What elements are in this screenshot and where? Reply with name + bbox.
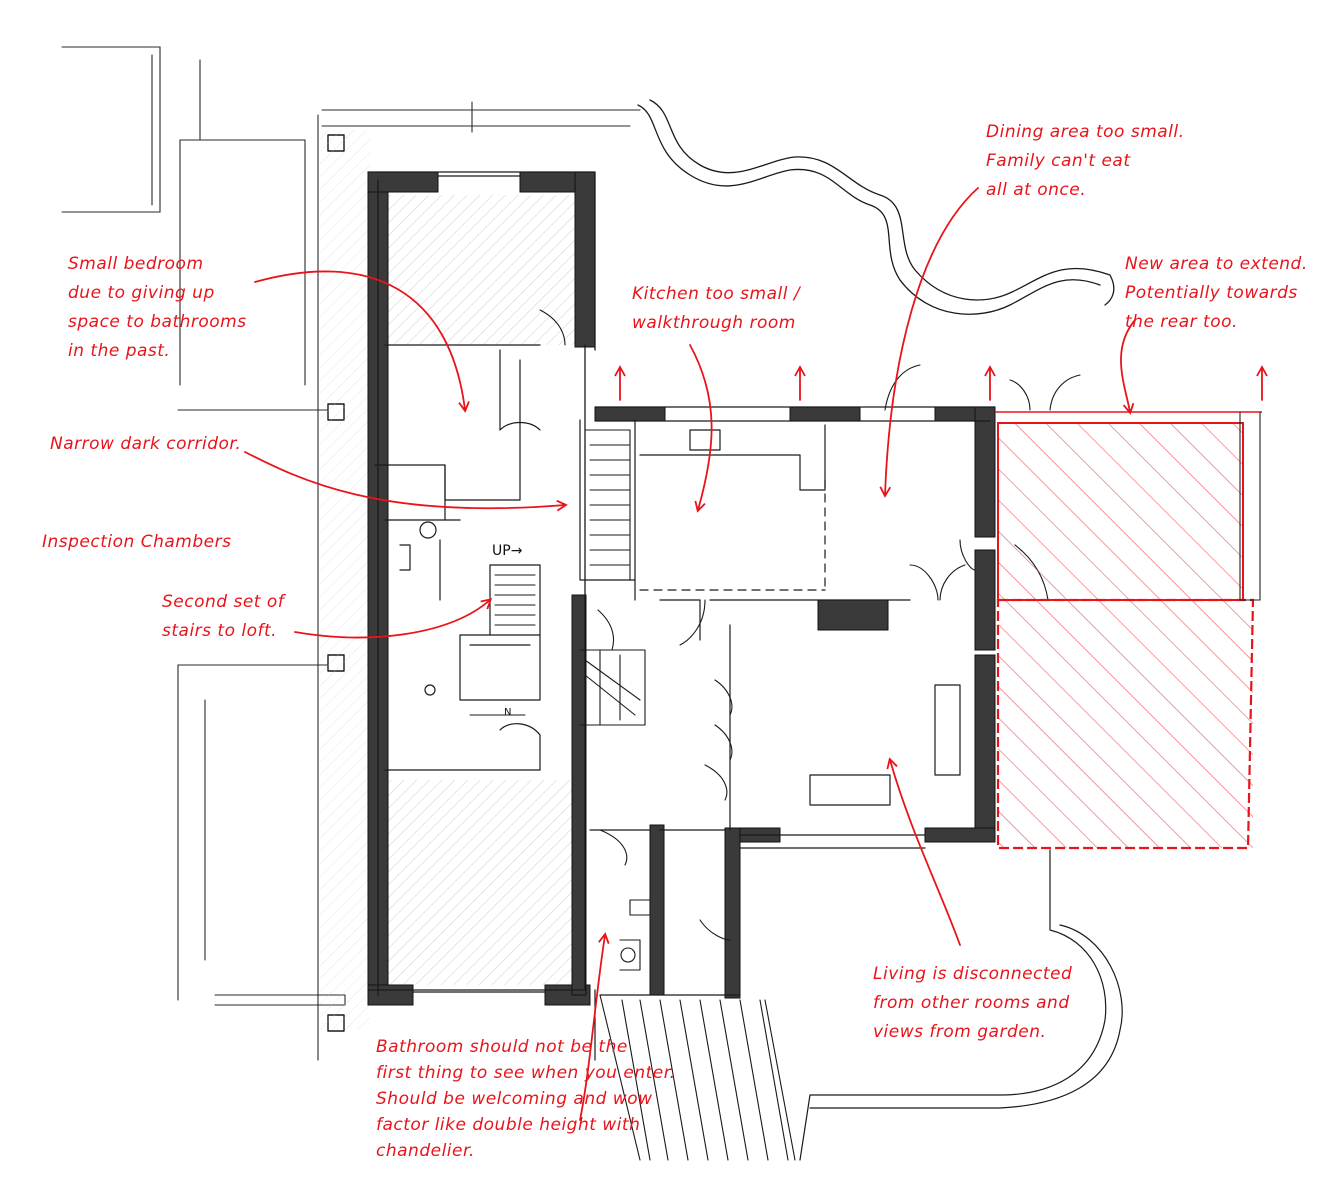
garden-curved-wall <box>637 99 1115 315</box>
note-living: Living is disconnected from other rooms … <box>873 964 1073 1042</box>
note-dining: Dining area too small. Family can't eat … <box>986 122 1185 200</box>
entrance-steps <box>599 994 796 1161</box>
annotation-leaders <box>244 187 1136 1121</box>
site-boundary-lines <box>61 46 641 1061</box>
note-kitchen: Kitchen too small / walkthrough room <box>632 284 801 333</box>
note-second-stairs: Second set of stairs to loft. <box>162 592 285 641</box>
opening-arrows <box>614 365 1268 401</box>
proposed-extension <box>995 411 1262 850</box>
note-new-area: New area to extend. Potentially towards … <box>1125 254 1308 332</box>
note-bathroom: Bathroom should not be the first thing t… <box>376 1037 676 1161</box>
note-small-bedroom: Small bedroom due to giving up space to … <box>68 254 247 361</box>
main-block-walls <box>594 406 996 999</box>
bathroom-fixtures <box>619 899 651 971</box>
stair-n-label: N <box>504 707 512 718</box>
left-wing-outline <box>367 171 596 996</box>
stair-up-label: UP→ <box>492 543 523 559</box>
main-block-outline <box>579 406 996 1061</box>
room-hatch <box>320 130 575 1030</box>
note-narrow-corridor: Narrow dark corridor. <box>50 434 242 454</box>
note-inspection-chambers: Inspection Chambers <box>42 532 232 552</box>
loft-stair <box>469 564 541 716</box>
left-wing-partitions <box>374 349 541 771</box>
garden-curve-bottom <box>799 849 1123 1161</box>
